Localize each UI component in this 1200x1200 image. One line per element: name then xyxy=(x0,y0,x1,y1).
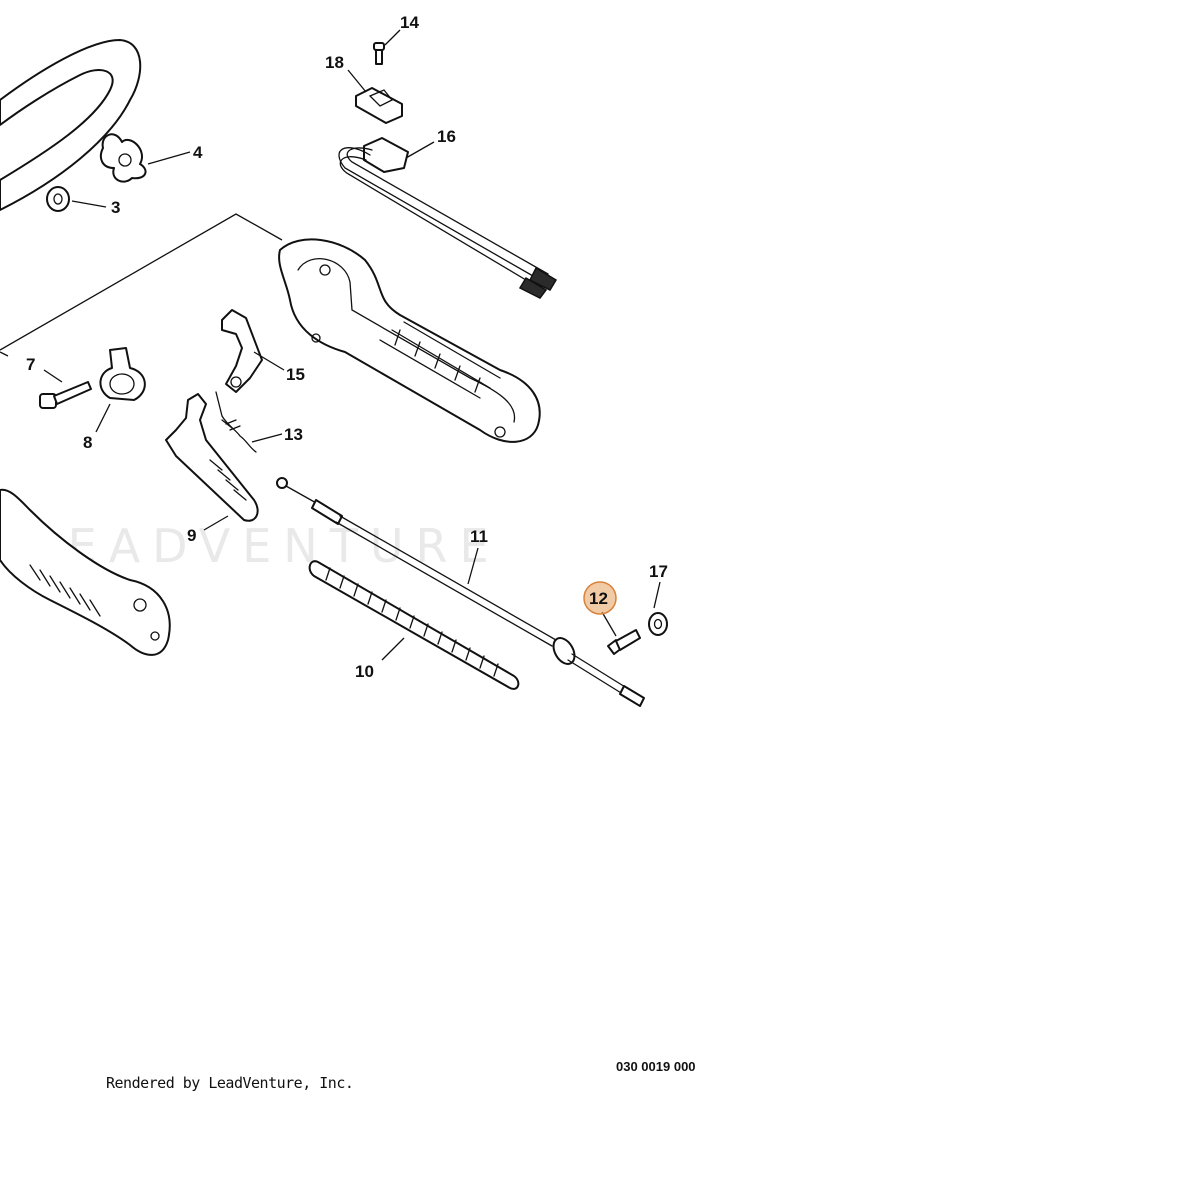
callout-3[interactable]: 3 xyxy=(111,198,120,217)
callout-11[interactable]: 11 xyxy=(470,527,488,546)
throttle-cable-part-11 xyxy=(276,477,645,707)
bolt-part-7 xyxy=(39,381,92,409)
callout-18[interactable]: 18 xyxy=(325,53,344,72)
callout-9[interactable]: 9 xyxy=(187,526,196,545)
callout-17[interactable]: 14 xyxy=(400,13,419,32)
spring-part-14 xyxy=(215,391,257,453)
clamp-part-8 xyxy=(99,347,146,401)
bracket-part-15 xyxy=(221,309,263,393)
cable-harness-part-16 xyxy=(338,137,558,299)
left-grip-tube xyxy=(0,488,171,656)
leader-line-12 xyxy=(601,611,617,637)
leader-line-9 xyxy=(203,515,229,531)
callout-12[interactable]: 12 xyxy=(589,589,608,608)
credit-text: Rendered by LeadVenture, Inc. xyxy=(106,1074,354,1092)
leader-line-8 xyxy=(95,403,111,433)
washer-part-13 xyxy=(648,612,668,636)
callout-16[interactable]: 16 xyxy=(437,127,456,146)
screw-part-17 xyxy=(373,42,385,65)
leader-line-16 xyxy=(405,141,435,159)
leader-line-13 xyxy=(653,581,661,609)
leader-line-17 xyxy=(384,29,401,46)
clip-part-18 xyxy=(355,87,403,124)
callout-10[interactable]: 10 xyxy=(355,662,374,681)
leader-line-7 xyxy=(43,369,63,383)
leader-line-14 xyxy=(251,433,283,443)
leader-line-10 xyxy=(381,637,405,661)
callout-4[interactable]: 4 xyxy=(193,143,203,162)
callout-14[interactable]: 13 xyxy=(284,425,303,444)
washer-part-3 xyxy=(46,186,70,212)
wing-nut-part xyxy=(99,133,147,183)
callout-13[interactable]: 17 xyxy=(649,562,668,581)
callout-8[interactable]: 8 xyxy=(83,433,92,452)
assembly-bracket-line xyxy=(0,213,283,357)
leader-line-11 xyxy=(467,547,479,585)
throttle-lever-part-9 xyxy=(165,393,259,522)
callout-15[interactable]: 15 xyxy=(286,365,305,384)
leader-line-4 xyxy=(147,151,191,165)
screw-part-12 xyxy=(607,629,641,655)
callout-7[interactable]: 7 xyxy=(26,355,35,374)
coil-spring-part-10 xyxy=(308,560,520,690)
leader-line-15 xyxy=(253,351,285,371)
leader-line-3 xyxy=(71,200,107,208)
watermark-text: LEADVENTURE xyxy=(30,519,501,573)
drawing-number: 030 0019 000 xyxy=(616,1059,696,1074)
highlight-circle-12 xyxy=(583,581,617,615)
leader-line-18 xyxy=(347,69,367,93)
handle-housing-part xyxy=(278,238,541,443)
handlebar-loop xyxy=(0,39,142,211)
